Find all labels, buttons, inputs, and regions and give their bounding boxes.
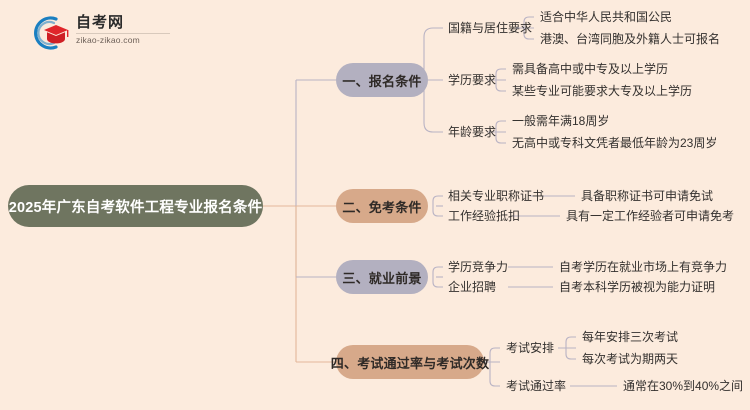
leaf-node-b2-c2-1[interactable]: 具有一定工作经验者可申请免考 <box>566 209 735 223</box>
wire-b4c1-bracket <box>565 336 576 360</box>
sub-node-b3-c2[interactable]: 企业招聘 <box>448 280 497 294</box>
sub-node-b4-c1[interactable]: 考试安排 <box>506 341 555 355</box>
leaf-node-b4-c1-2[interactable]: 每次考试为期两天 <box>582 352 679 366</box>
leaf-node-b1-c1-1[interactable]: 适合中华人民共和国公民 <box>540 10 673 24</box>
graduation-cap-logo-icon <box>34 16 69 50</box>
sub-node-b1-c3[interactable]: 年龄要求 <box>448 125 497 139</box>
branch-node-4-label: 四、考试通过率与考试次数 <box>330 355 490 371</box>
branch-node-4[interactable]: 四、考试通过率与考试次数 <box>331 345 489 379</box>
sub-node-b4-c2[interactable]: 考试通过率 <box>506 379 567 393</box>
sub-node-b1-c2[interactable]: 学历要求 <box>448 73 497 87</box>
leaf-node-b2-c1-1[interactable]: 具备职称证书可申请免试 <box>581 189 714 203</box>
sub-node-b2-c2[interactable]: 工作经验抵扣 <box>448 209 521 223</box>
leaf-node-b3-c2-1[interactable]: 自考本科学历被视为能力证明 <box>559 280 716 294</box>
branch-node-3-label: 三、就业前景 <box>342 270 422 286</box>
logo-divider <box>76 33 170 34</box>
leaf-node-b1-c2-2[interactable]: 某些专业可能要求大专及以上学历 <box>512 84 693 98</box>
wire-b4-bracket <box>489 347 500 387</box>
wire-b3-bracket <box>432 266 443 288</box>
site-logo: 自考网 zikao-zikao.com <box>30 12 170 54</box>
wire-b1c2-bracket <box>495 68 506 92</box>
sub-node-b1-c1[interactable]: 国籍与居住要求 <box>448 21 533 35</box>
logo-subtitle: zikao-zikao.com <box>76 35 140 45</box>
branch-node-2[interactable]: 二、免考条件 <box>336 189 428 223</box>
leaf-node-b1-c1-2[interactable]: 港澳、台湾同胞及外籍人士可报名 <box>540 32 721 46</box>
branch-node-1-label: 一、报名条件 <box>342 73 422 89</box>
leaf-node-b3-c1-1[interactable]: 自考学历在就业市场上有竞争力 <box>559 260 728 274</box>
branch-node-2-label: 二、免考条件 <box>342 199 422 215</box>
sub-node-b2-c1[interactable]: 相关专业职称证书 <box>448 189 545 203</box>
logo-title: 自考网 <box>76 14 125 31</box>
leaf-node-b1-c2-1[interactable]: 需具备高中或中专及以上学历 <box>512 62 669 76</box>
root-node-label: 2025年广东自考软件工程专业报名条件 <box>8 199 263 216</box>
leaf-node-b1-c3-1[interactable]: 一般需年满18周岁 <box>512 114 610 128</box>
leaf-node-b1-c3-2[interactable]: 无高中或专科文凭者最低年龄为23周岁 <box>512 136 718 150</box>
root-node[interactable]: 2025年广东自考软件工程专业报名条件 <box>8 185 263 227</box>
branch-node-1[interactable]: 一、报名条件 <box>336 63 428 97</box>
wire-b1c3-bracket <box>495 120 506 144</box>
sub-node-b3-c1[interactable]: 学历竞争力 <box>448 260 509 274</box>
logo-text-block: 自考网 zikao-zikao.com <box>76 13 172 46</box>
branch-node-3[interactable]: 三、就业前景 <box>336 260 428 294</box>
leaf-node-b4-c2-1[interactable]: 通常在30%到40%之间 <box>623 379 744 393</box>
wire-b2-bracket <box>432 195 443 217</box>
leaf-node-b4-c1-1[interactable]: 每年安排三次考试 <box>582 330 679 344</box>
